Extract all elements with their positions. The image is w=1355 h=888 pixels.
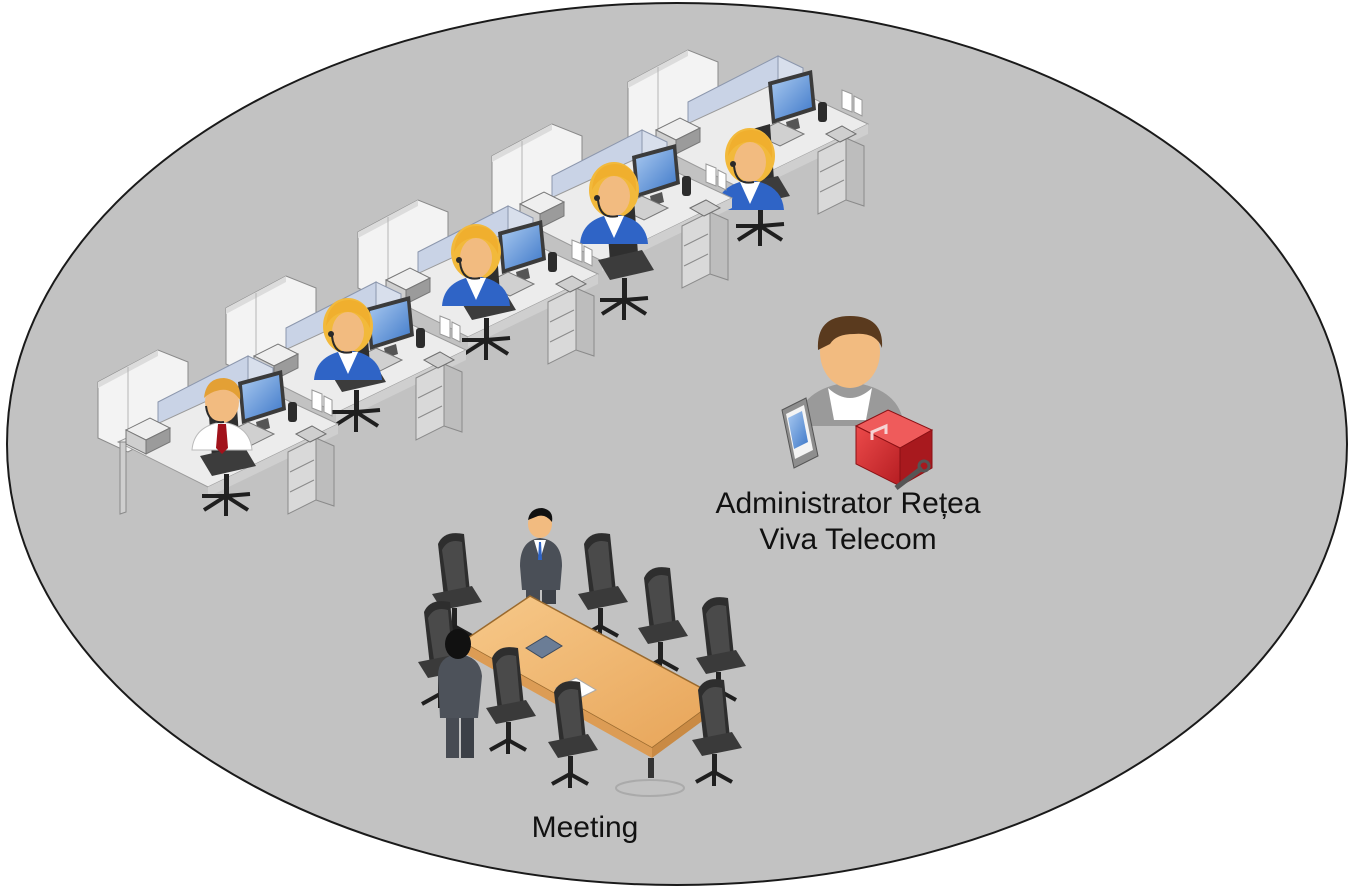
admin-label-line2: Viva Telecom bbox=[759, 523, 937, 556]
meeting-area bbox=[416, 508, 748, 797]
meeting-label: Meeting bbox=[531, 811, 639, 844]
admin-label-line1: Administrator Rețea bbox=[715, 487, 981, 520]
network-admin-group bbox=[781, 316, 934, 490]
standing-businessman-icon bbox=[520, 508, 562, 604]
toolbox-icon bbox=[854, 409, 934, 490]
admin-label: Administrator Rețea Viva Telecom bbox=[648, 486, 1048, 558]
standing-businessman-icon bbox=[438, 629, 482, 758]
network-zone-boundary bbox=[6, 2, 1348, 886]
smartphone-icon bbox=[781, 397, 819, 469]
